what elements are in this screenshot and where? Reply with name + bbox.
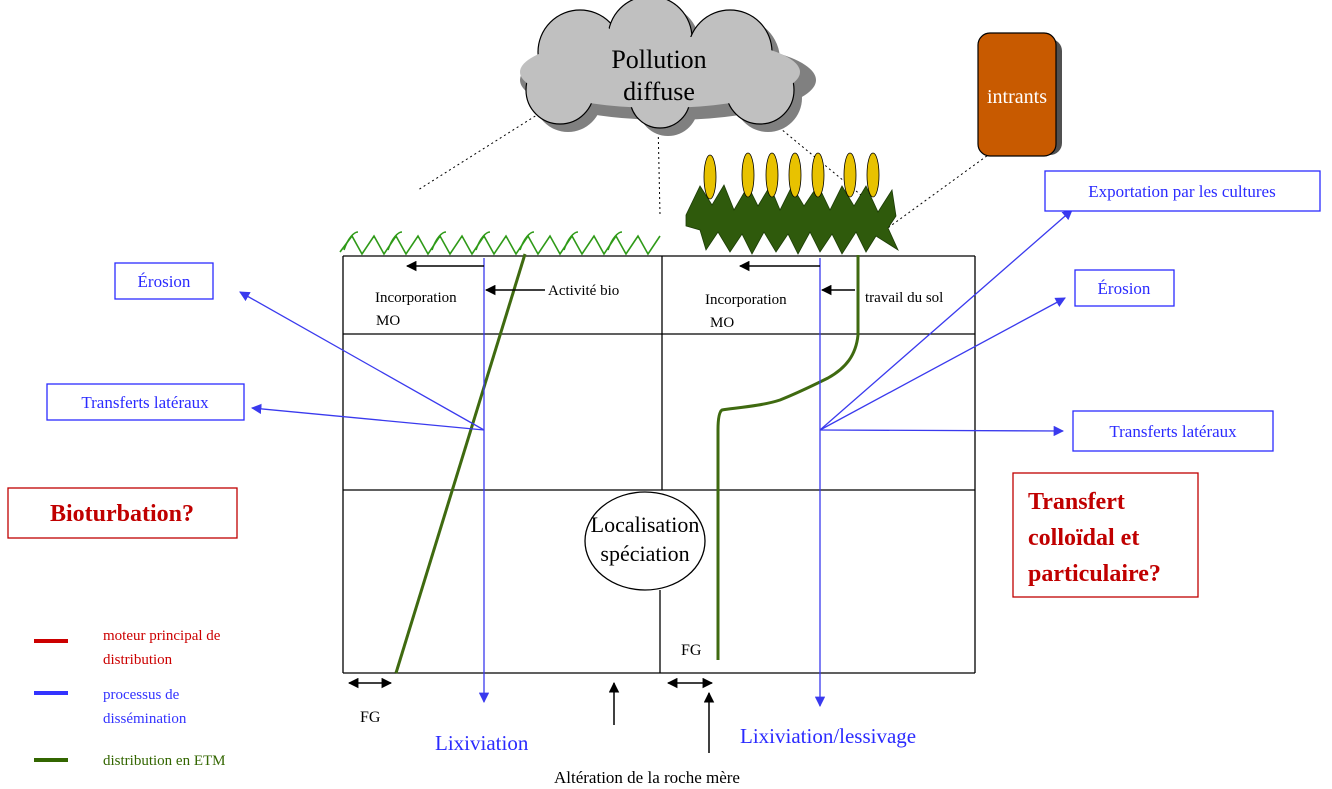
localisation-ellipse [584,491,706,591]
legend-item-2-line1: processus de [103,687,180,703]
exportation-label: Exportation par les cultures [1088,182,1275,201]
transfert-label-2: colloïdal et [1028,525,1139,551]
legend-item-1-line2: distribution [103,652,173,668]
fg-right-label: FG [681,642,702,659]
process-arrows [239,209,1073,437]
transfert-box [1012,472,1199,598]
alteration-label: Altération de la roche mère [554,768,740,787]
erosion-left-label: Érosion [138,272,191,291]
legend-item-3-line1: distribution en ETM [103,753,226,769]
cloud-label-line2: diffuse [623,77,695,106]
erosion-right-label: Érosion [1098,279,1151,298]
transferts-left-label: Transferts latéraux [81,393,209,412]
lixiviation-label: Lixiviation [435,731,529,755]
transferts-right-box [1072,410,1274,452]
etm-line-left [394,253,527,674]
legend-item-1-line1: moteur principal de [103,628,221,644]
maize-crop-icon [685,152,899,255]
intrants-box [977,32,1057,157]
legend: moteur principal de distribution process… [34,628,226,769]
transfert-label-1: Transfert [1028,489,1125,515]
bioturbation-box [7,487,238,539]
localisation-label-2: spéciation [600,541,689,566]
grass-icon [339,231,661,256]
lixiviation-lessivage-label: Lixiviation/lessivage [740,724,916,748]
travail-du-sol-label: travail du sol [865,290,943,306]
incorporation-arrows [405,260,855,296]
alteration-arrows [608,681,715,753]
transfert-label-3: particulaire? [1028,561,1161,587]
intrants-label: intrants [987,86,1047,108]
localisation-label-1: Localisation [591,512,700,537]
soil-profile [342,255,976,674]
exportation-box [1044,170,1321,212]
transferts-left-box [46,383,245,421]
incorporation-left-label-2: MO [376,313,400,329]
bioturbation-label: Bioturbation? [50,501,194,527]
incorporation-right-label-2: MO [710,315,734,331]
erosion-left-box [114,262,214,300]
erosion-right-box [1074,269,1175,307]
transferts-right-label: Transferts latéraux [1109,422,1237,441]
incorporation-left-label-1: Incorporation [375,290,457,306]
legend-item-2-line2: dissémination [103,711,187,727]
activite-bio-label: Activité bio [548,283,619,299]
etm-line-right [716,255,860,660]
cloud-label-line1: Pollution [611,45,706,74]
pollution-cloud [520,0,816,136]
incorporation-right-label-1: Incorporation [705,292,787,308]
fg-left-label: FG [360,709,381,726]
